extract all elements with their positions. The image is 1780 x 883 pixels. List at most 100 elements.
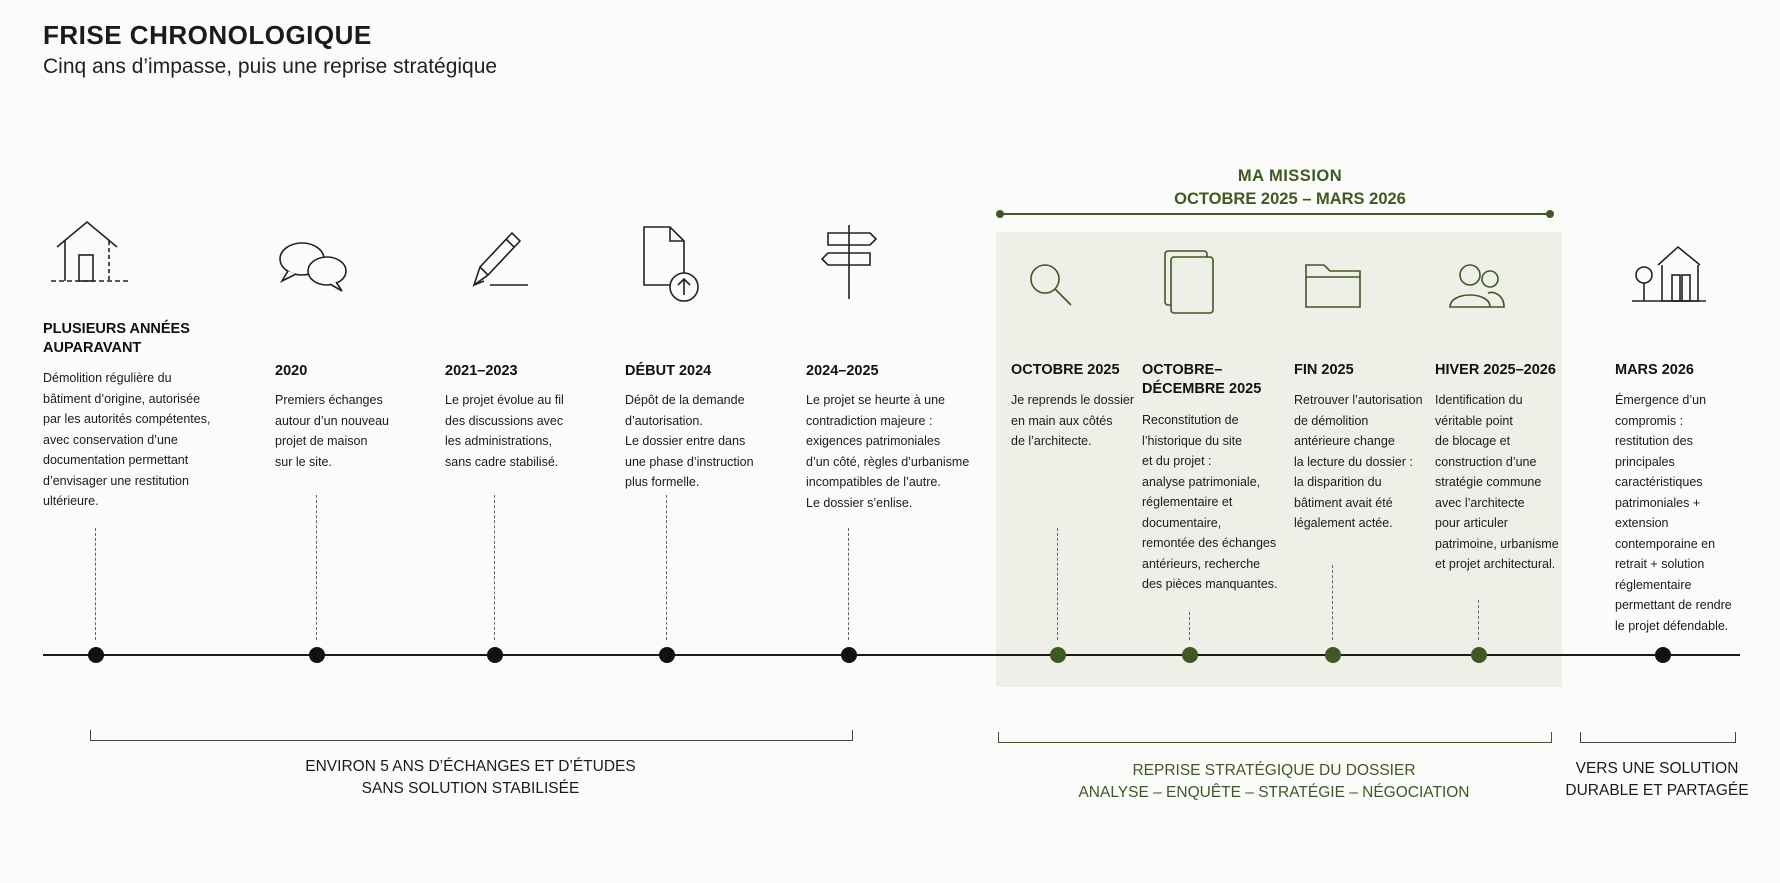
people-icon bbox=[1434, 243, 1524, 333]
timeline-dot bbox=[841, 647, 857, 663]
mission-span-line bbox=[1000, 213, 1550, 215]
mission-dates: OCTOBRE 2025 – MARS 2026 bbox=[1174, 190, 1406, 208]
event-description-line: les administrations, bbox=[445, 434, 552, 448]
event-description-line: et du projet : bbox=[1142, 454, 1212, 468]
event-description-line: Démolition régulière du bbox=[43, 371, 172, 385]
timeline-dot bbox=[659, 647, 675, 663]
folder-icon bbox=[1288, 243, 1378, 333]
page-title: FRISE CHRONOLOGIQUE bbox=[43, 20, 372, 50]
event-description-line: la disparition du bbox=[1294, 475, 1382, 489]
event-label-line: 2020 bbox=[275, 363, 308, 379]
event-label: 2021–2023 bbox=[445, 362, 518, 381]
event-label: 2024–2025 bbox=[806, 362, 879, 381]
event-description-line: avec l’architecte bbox=[1435, 495, 1525, 510]
event-description-line: Dépôt de la demande bbox=[625, 393, 745, 407]
event-description-line: construction d’une bbox=[1435, 454, 1537, 469]
event-description-line: Reconstitution de bbox=[1142, 413, 1239, 427]
event-label: FIN 2025 bbox=[1294, 361, 1354, 380]
event-description-line: antérieure change bbox=[1294, 434, 1395, 448]
event-description-line: des discussions avec bbox=[445, 413, 564, 428]
period-caption-line: ANALYSE – ENQUÊTE – STRATÉGIE – NÉGOCIAT… bbox=[1078, 784, 1470, 801]
event-description-line: patrimoniales + bbox=[1615, 495, 1701, 510]
mission-highlight-area bbox=[996, 232, 1562, 687]
event-connector bbox=[848, 528, 849, 640]
event-description-line: avec conservation d’une bbox=[43, 432, 178, 447]
event-description-line: remontée des échanges bbox=[1142, 536, 1277, 550]
mission-title: MA MISSION bbox=[1237, 167, 1343, 185]
event-description-line: réglementaire bbox=[1615, 577, 1692, 592]
mission-span-end-dot bbox=[1546, 210, 1554, 218]
event-description-line: bâtiment d’origine, autorisée bbox=[43, 391, 201, 406]
timeline-dot bbox=[1182, 647, 1198, 663]
event-label-line: OCTOBRE– bbox=[1142, 362, 1223, 378]
event-label: MARS 2026 bbox=[1615, 361, 1694, 380]
documents-icon bbox=[1145, 243, 1235, 333]
event-description-line: ultérieure. bbox=[43, 494, 99, 508]
event-description-line: permettant de rendre bbox=[1615, 598, 1732, 612]
event-description-line: projet de maison bbox=[275, 434, 368, 448]
event-description-line: l’historique du site bbox=[1142, 433, 1243, 448]
event-description-line: sans cadre stabilisé. bbox=[445, 454, 559, 469]
event-description-line: autour d’un nouveau bbox=[275, 413, 389, 428]
event-description-line: retrait + solution bbox=[1615, 557, 1705, 571]
event-description: Le projet se heurte à une contradiction m… bbox=[806, 390, 969, 513]
event-description-line: pour articuler bbox=[1435, 516, 1508, 530]
event-description-line: patrimoine, urbanisme bbox=[1435, 536, 1559, 551]
event-description-line: documentation permettant bbox=[43, 453, 189, 467]
event-description-line: principales bbox=[1615, 454, 1675, 469]
event-description-line: Le dossier s’enlise. bbox=[806, 495, 913, 510]
event-description-line: exigences patrimoniales bbox=[806, 434, 941, 448]
signpost-icon bbox=[804, 219, 894, 309]
event-label-line: AUPARAVANT bbox=[43, 340, 142, 356]
event-label: OCTOBRE– DÉCEMBRE 2025 bbox=[1142, 361, 1261, 399]
event-label-line: HIVER 2025–2026 bbox=[1435, 362, 1556, 378]
event-label-line: 2024–2025 bbox=[806, 363, 879, 379]
event-label-line: FIN 2025 bbox=[1294, 362, 1354, 378]
event-label: OCTOBRE 2025 bbox=[1011, 361, 1120, 380]
pencil-icon bbox=[450, 219, 540, 309]
period-bracket bbox=[998, 732, 1552, 743]
event-description-line: contradiction majeure : bbox=[806, 413, 933, 428]
event-label: 2020 bbox=[275, 362, 307, 381]
event-label-line: DÉCEMBRE 2025 bbox=[1142, 381, 1262, 397]
timeline-dot bbox=[88, 647, 104, 663]
event-description-line: Le projet évolue au fil bbox=[445, 393, 564, 407]
event-description-line: Le dossier entre dans bbox=[625, 434, 746, 448]
event-description-line: de l’architecte. bbox=[1011, 434, 1092, 448]
period-caption-line: VERS UNE SOLUTION bbox=[1575, 760, 1739, 777]
period-bracket bbox=[1580, 732, 1736, 743]
event-description-line: extension bbox=[1615, 516, 1669, 530]
event-description-line: documentaire, bbox=[1142, 515, 1222, 530]
event-description-line: antérieurs, recherche bbox=[1142, 556, 1261, 571]
event-label: HIVER 2025–2026 bbox=[1435, 361, 1556, 380]
event-description-line: d’envisager une restitution bbox=[43, 473, 189, 488]
event-description-line: incompatibles de l’autre. bbox=[806, 475, 941, 489]
event-description: Le projet évolue au fil des discussions a… bbox=[445, 390, 564, 472]
mission-span-start-dot bbox=[996, 210, 1004, 218]
event-label-line: OCTOBRE 2025 bbox=[1011, 362, 1120, 378]
timeline-dot bbox=[1471, 647, 1487, 663]
event-connector bbox=[1478, 600, 1479, 640]
event-connector bbox=[666, 495, 667, 640]
event-label-line: MARS 2026 bbox=[1615, 362, 1694, 378]
timeline-dot bbox=[1050, 647, 1066, 663]
event-description-line: Le projet se heurte à une bbox=[806, 393, 945, 407]
event-label-line: 2021–2023 bbox=[445, 363, 518, 379]
event-connector bbox=[95, 528, 96, 640]
house-icon bbox=[51, 215, 141, 305]
event-label: DÉBUT 2024 bbox=[625, 362, 711, 381]
event-description-line: contemporaine en bbox=[1615, 536, 1716, 551]
event-connector bbox=[1057, 528, 1058, 640]
event-description-line: le projet défendable. bbox=[1615, 618, 1729, 633]
event-description-line: plus formelle. bbox=[625, 475, 700, 489]
timeline-dot bbox=[487, 647, 503, 663]
